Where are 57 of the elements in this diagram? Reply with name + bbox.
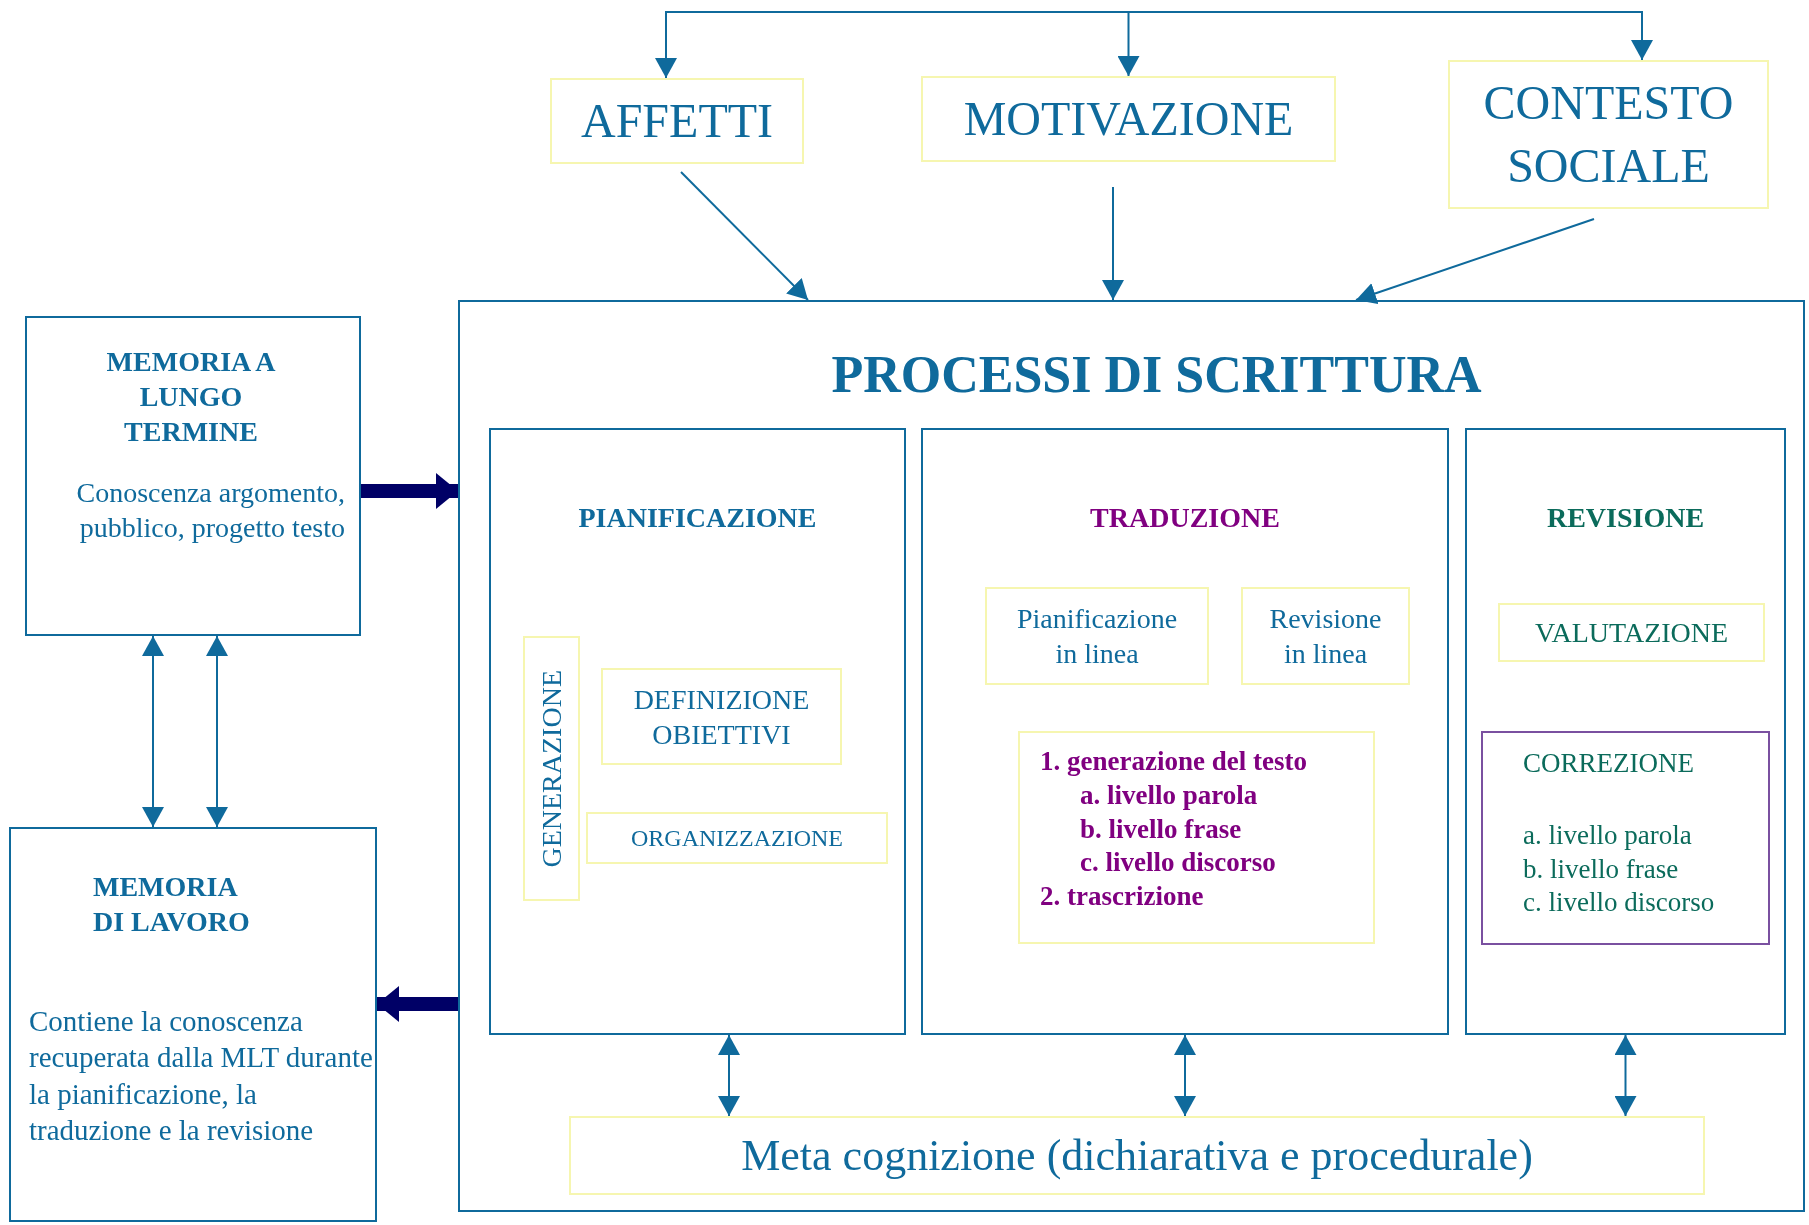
box-label: GENERAZIONE [535,669,568,868]
heading: MEMORIA A LUNGO TERMINE [105,345,277,449]
box-label: AFFETTI [580,93,774,149]
label-box [586,812,888,864]
arrow [680,171,809,301]
process-panel [458,300,1805,1212]
block-arrow [377,986,458,1022]
list-item: a. livello parola [1079,778,1259,812]
box-label: Meta cognizione (dichiarativa e procedurale) [740,1130,1534,1182]
stage-panel [921,428,1449,1035]
stage-heading: PIANIFICAZIONE [577,501,818,535]
box-label: VALUTAZIONE [1533,616,1730,650]
arrow [1355,218,1595,304]
list-box [1481,731,1770,945]
stage-heading: REVISIONE [1545,501,1706,535]
box-label: Pianificazione in linea [1015,602,1179,671]
stage-heading: TRADUZIONE [1089,501,1281,535]
panel-title: PROCESSI DI SCRITTURA [830,345,1483,405]
label-box [550,78,804,164]
label-box [1498,603,1765,662]
list-item: c. livello discorso [1079,846,1277,880]
label-box [1241,587,1410,685]
list-item: c. livello discorso [1523,886,1716,920]
arrow [655,11,1114,79]
label-box [523,636,580,901]
label-box [985,587,1209,685]
arrow [142,635,164,828]
memory-box [9,827,377,1222]
body-text: Contiene la conoscenza recuperata dalla MLT durante la pianificazione, la traduzione e la revisione [29,1004,373,1148]
arrow [718,1034,740,1117]
stage-panel [1465,428,1786,1035]
stage-panel [489,428,906,1035]
label-box [569,1116,1705,1195]
arrow [1112,11,1653,61]
box-label: DEFINIZIONE OBIETTIVI [632,682,811,752]
list-item: b. livello frase [1523,852,1680,886]
label-box [1448,60,1769,209]
label-box [601,668,842,765]
list-item: b. livello frase [1079,812,1243,846]
label-box [921,76,1336,162]
body-text: Conoscenza argomento, pubblico, progetto testo [75,476,345,545]
arrow [206,635,228,828]
memory-box [25,316,361,636]
heading: MEMORIA DI LAVORO [93,870,251,939]
list-item: a. livello parola [1523,818,1693,852]
list-heading: CORREZIONE [1523,747,1695,780]
box-label: CONTESTO SOCIALE [1482,75,1735,194]
list-box [1018,731,1375,944]
arrow [1614,1034,1637,1117]
box-label: ORGANIZZAZIONE [630,824,844,853]
arrow [1102,186,1124,301]
block-arrow [361,473,458,509]
arrow [1174,1034,1196,1117]
list-item: 1. generazione del testo [1040,745,1308,778]
list-item: 2. trascrizione [1040,880,1205,913]
box-label: Revisione in linea [1268,602,1383,671]
box-label: MOTIVAZIONE [962,91,1295,147]
